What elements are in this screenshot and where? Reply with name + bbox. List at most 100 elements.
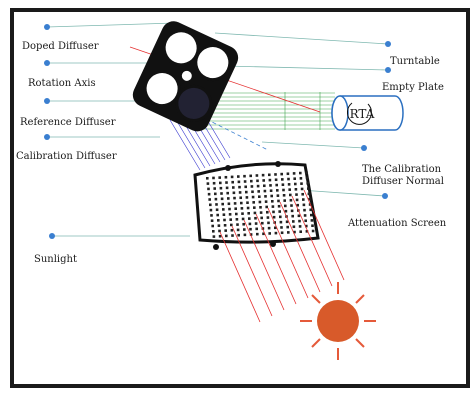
screen-hole <box>245 196 249 199</box>
screen-hole <box>232 186 235 189</box>
screen-hole <box>292 172 296 175</box>
screen-hole <box>239 196 242 200</box>
screen-hole <box>246 206 250 210</box>
label-empty-plate: Empty Plate <box>382 82 444 93</box>
screen-hole <box>287 183 291 186</box>
screen-hole <box>213 187 216 190</box>
screen-hole <box>230 228 234 232</box>
label-doped-diffuser: Doped Diffuser <box>22 41 99 52</box>
screen-hole <box>278 210 281 213</box>
screen-hole <box>307 187 310 190</box>
screen-hole <box>255 227 258 231</box>
screen-hole <box>306 182 309 185</box>
screen-hole <box>295 198 299 202</box>
screen-hole <box>228 207 231 211</box>
screen-hole <box>214 192 217 196</box>
screen-hole <box>270 194 273 198</box>
leader-lines <box>46 22 389 237</box>
sunlight-rays <box>219 189 345 323</box>
screen-hole <box>267 226 271 230</box>
screen-hole <box>256 232 259 236</box>
screen-hole <box>223 224 227 227</box>
screen-hole <box>300 187 304 191</box>
screen-hole <box>248 217 251 220</box>
screen-hole <box>298 225 302 228</box>
screen-hole <box>292 220 295 223</box>
screen-hole <box>214 197 218 201</box>
screen-hole <box>212 176 215 180</box>
screen-hole <box>236 223 239 226</box>
screen-hole <box>219 181 222 185</box>
screen-hole <box>304 219 307 223</box>
screen-hole <box>257 190 260 193</box>
screen-hole <box>262 232 265 236</box>
screen-hole <box>247 212 250 215</box>
screen-hole <box>244 185 247 189</box>
screen-hole <box>225 181 228 184</box>
screen-hole <box>298 219 301 223</box>
screen-hole <box>280 226 283 229</box>
screen-hole <box>250 179 253 183</box>
screen-hole <box>233 196 236 200</box>
screen-hole <box>215 208 219 212</box>
calibration-normal-line <box>199 115 269 151</box>
screen-hole <box>280 231 284 235</box>
screen-hole <box>275 183 278 187</box>
screen-hole <box>220 197 224 201</box>
screen-hole <box>274 226 277 230</box>
screen-hole <box>282 188 285 192</box>
screen-hole <box>310 219 314 222</box>
screen-hole <box>207 187 210 191</box>
screen-hole <box>290 209 294 213</box>
screen-hole <box>287 231 290 234</box>
screen-hole <box>294 182 297 186</box>
screen-hole <box>311 224 314 227</box>
screen-hole <box>301 192 304 196</box>
screen-hole <box>311 229 315 233</box>
screen-hole <box>276 189 279 192</box>
screen-hole <box>209 203 212 207</box>
screen-hole <box>222 208 225 211</box>
screen-hole <box>254 222 258 225</box>
screen-hole <box>228 213 232 216</box>
rta-label: RTA <box>350 107 375 121</box>
screen-hole <box>286 172 290 176</box>
screen-hole <box>231 234 234 237</box>
screen-hole <box>279 215 282 219</box>
screen-hole <box>222 213 226 216</box>
screen-hole <box>249 227 252 231</box>
screen-hole <box>253 211 257 215</box>
screen-hole <box>309 208 312 212</box>
screen-hole <box>308 197 311 201</box>
screen-hole <box>264 200 268 203</box>
attenuation-screen <box>193 161 320 250</box>
screen-hole <box>271 200 274 203</box>
screen-hole <box>269 184 272 187</box>
screen-hole <box>261 173 265 177</box>
screen-hole <box>259 211 263 214</box>
screen-hole <box>229 218 232 221</box>
turntable <box>132 21 239 132</box>
screen-hole <box>295 193 298 196</box>
screen-hole <box>291 214 294 218</box>
screen-hole <box>266 210 269 214</box>
screen-hole <box>252 201 255 204</box>
screen-hole <box>277 204 281 208</box>
screen-hole <box>259 206 262 209</box>
label-calibration-normal-2: Diffuser Normal <box>362 176 444 187</box>
screen-hole <box>282 194 286 197</box>
screen-hole <box>226 191 229 195</box>
screen-hole <box>300 182 303 185</box>
screen-hole <box>218 229 221 233</box>
screen-hole <box>242 222 245 226</box>
screen-hole <box>208 198 211 201</box>
screen-hole <box>307 192 311 196</box>
screen-hole <box>218 176 221 179</box>
screen-hole <box>268 178 272 182</box>
screen-hole <box>212 235 216 238</box>
screen-hole <box>294 188 298 191</box>
screen-hole <box>209 208 213 212</box>
screen-hole <box>284 204 287 208</box>
screen-hole <box>224 229 227 232</box>
